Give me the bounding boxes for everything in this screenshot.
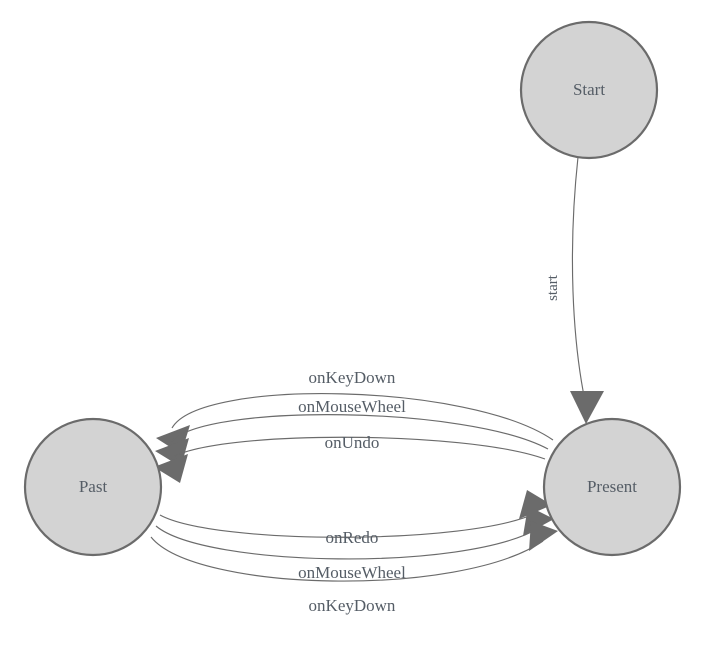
edge-label-start: start <box>545 274 561 301</box>
edge-past-to-present-onmousewheel-path <box>155 525 540 560</box>
edge-past-to-present-onkeydown-path <box>150 536 544 582</box>
node-past-label: Past <box>79 477 108 496</box>
arrowhead-present-to-past-onundo <box>154 454 188 483</box>
edge-present-to-past-onmousewheel-path <box>170 414 549 450</box>
edge-label-present-to-past-onmousewheel: onMouseWheel <box>298 397 406 416</box>
node-start-label: Start <box>573 80 605 99</box>
node-present[interactable]: Present <box>542 417 682 557</box>
arrowhead-past-to-present-onkeydown <box>529 521 558 551</box>
edge-present-to-past-onkeydown-path <box>171 393 554 441</box>
edge-label-past-to-present-onredo: onRedo <box>326 528 379 547</box>
node-present-label: Present <box>587 477 637 496</box>
edge-label-present-to-past-onkeydown: onKeyDown <box>309 368 396 387</box>
node-start-circle <box>519 20 659 160</box>
edge-label-present-to-past-onundo: onUndo <box>325 433 380 452</box>
edge-label-past-to-present-onkeydown: onKeyDown <box>309 596 396 615</box>
node-past[interactable]: Past <box>23 417 163 557</box>
edge-label-past-to-present-onmousewheel: onMouseWheel <box>298 563 406 582</box>
node-past-circle <box>23 417 163 557</box>
node-present-circle <box>542 417 682 557</box>
edge-past-to-present-onredo[interactable]: onRedo <box>159 490 552 547</box>
edge-present-to-past-onundo-path <box>169 436 546 460</box>
edge-past-to-present-onredo-path <box>159 512 537 538</box>
edge-past-to-present-onkeydown[interactable]: onKeyDown <box>150 521 558 615</box>
edge-present-to-past-onmousewheel[interactable]: onMouseWheel <box>155 397 549 467</box>
edge-present-to-past-onundo[interactable]: onUndo <box>154 433 546 483</box>
edge-start-to-present[interactable]: start <box>545 156 604 424</box>
node-start[interactable]: Start <box>519 20 659 160</box>
arrowhead-start-to-present <box>570 391 604 424</box>
edge-start-to-present-path <box>571 156 587 407</box>
